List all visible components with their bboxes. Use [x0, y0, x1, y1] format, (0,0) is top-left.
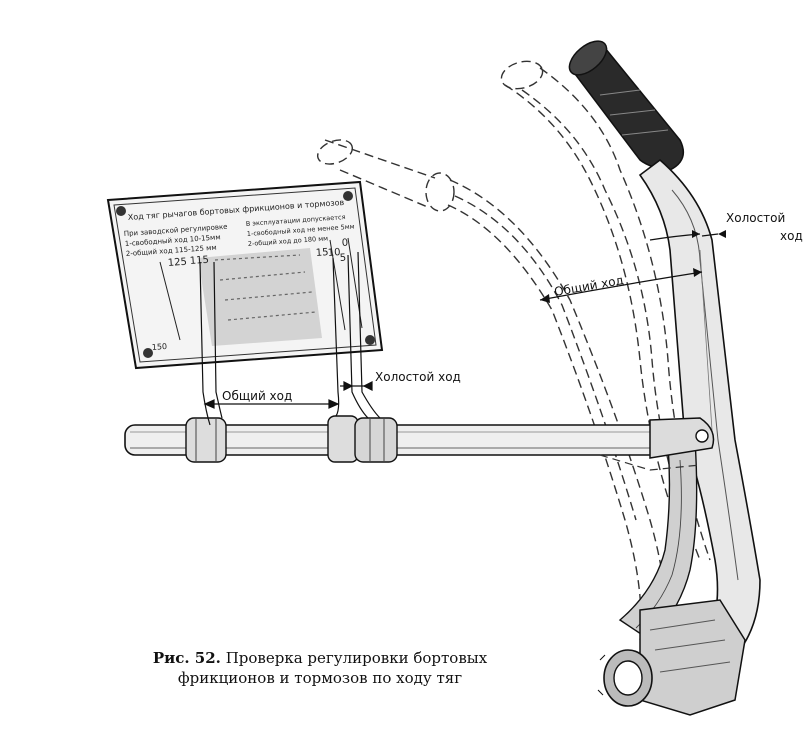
caption-figure-number: Рис. 52. — [152, 649, 221, 667]
figure-caption: Рис. 52. Проверка регулировки бортовых ф… — [120, 648, 520, 688]
rod-total-travel-label: Общий ход — [222, 389, 292, 403]
plate-scale-125: 125 — [167, 257, 187, 269]
plate-scale-115: 115 — [189, 255, 209, 267]
lever-total-travel-label: Общий ход — [553, 273, 625, 299]
lever-dimension-arrows — [540, 230, 726, 303]
caption-line-1: Рис. 52. Проверка регулировки бортовых — [120, 648, 520, 668]
control-rod — [124, 415, 715, 471]
pivot-base — [597, 599, 746, 716]
plate-scale-0: 0 — [341, 238, 348, 249]
plate-scale-10: 10 — [327, 247, 340, 259]
lever-free-travel-label-line2: ход — [780, 229, 803, 243]
caption-text-1: Проверка регулировки бортовых — [225, 649, 488, 667]
main-lever — [568, 40, 761, 716]
rod-free-travel-label: Холостой ход — [375, 370, 461, 384]
rod-dimensions — [203, 381, 373, 409]
plate-scale-15: 15 — [315, 247, 328, 259]
plate-scale-150: 150 — [152, 342, 168, 352]
caption-text-2: фрикционов и тормозов по ходу тяг — [177, 669, 463, 687]
rod-pointers — [199, 251, 381, 426]
instruction-plate: Ход тяг рычагов бортовых фрикционов и то… — [106, 180, 384, 370]
lever-free-travel-label-line1: Холостой — [726, 211, 785, 225]
plate-scale-5: 5 — [339, 253, 346, 264]
